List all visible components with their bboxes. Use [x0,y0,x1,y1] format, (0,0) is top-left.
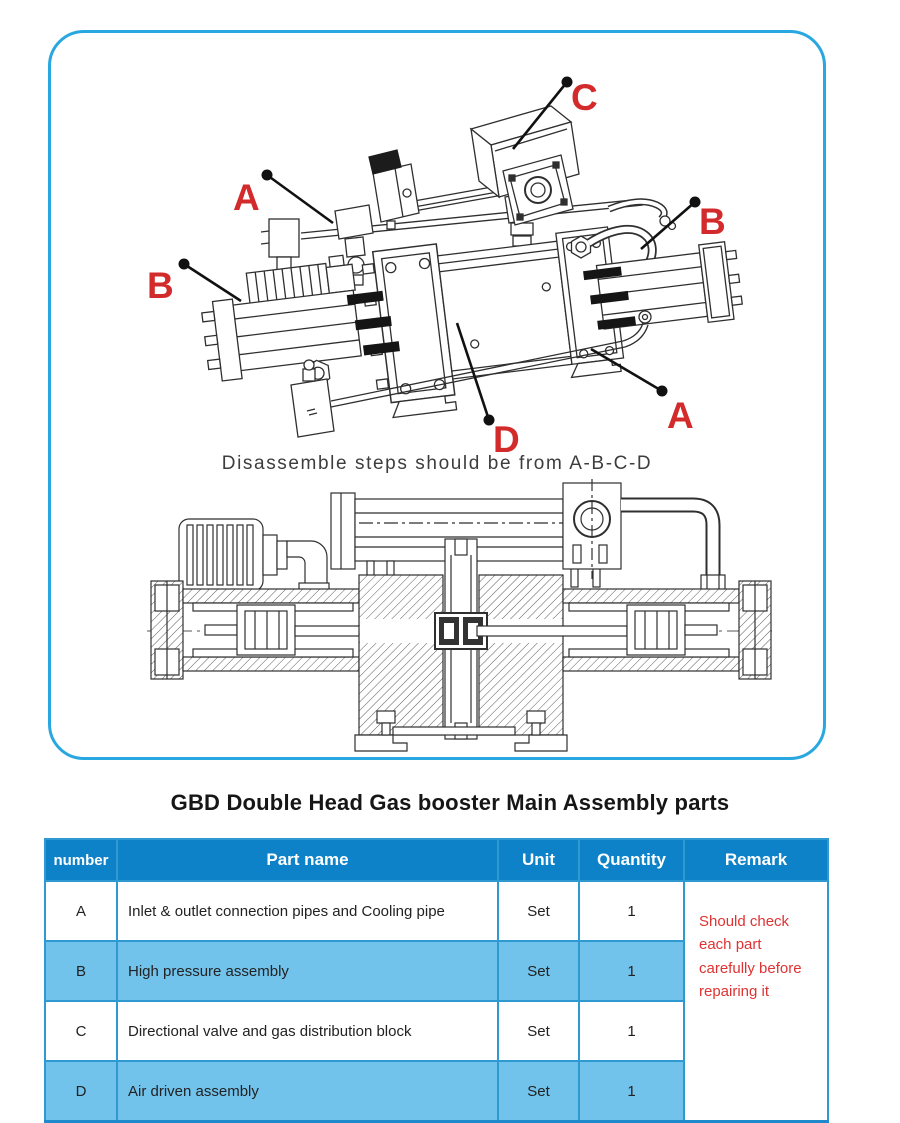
right-cylinder-section [476,580,772,680]
cell-unit: Set [497,880,580,942]
part-label-d: D [493,419,520,460]
page-title: GBD Double Head Gas booster Main Assembl… [170,790,730,815]
cell-quantity: 1 [578,880,685,942]
cell-number: B [44,940,118,1002]
directional-valve-block [368,105,580,230]
cell-unit: Set [497,1060,580,1123]
table-header-row: number Part name Unit Quantity Remark [44,838,829,882]
high-pressure-assembly-left [201,254,400,387]
pilot-valve-assembly [330,479,622,588]
col-header-remark: Remark [683,838,829,882]
central-body-section [354,538,568,752]
figure-caption: Disassemble steps should be from A-B-C-D [221,453,653,474]
cell-part-name: Inlet & outlet connection pipes and Cool… [116,880,499,942]
cell-quantity: 1 [578,940,685,1002]
part-label-c: C [571,77,598,118]
cell-part-name: Directional valve and gas distribution b… [116,1000,499,1062]
cell-number: D [44,1060,118,1123]
figure-panel: C A B B A D Disassemble steps should be … [48,30,826,760]
table-row-b: B High pressure assembly Set 1 [44,940,828,1002]
cell-part-name: Air driven assembly [116,1060,499,1123]
parts-table: number Part name Unit Quantity Remark A … [44,838,829,1123]
part-label-a2: A [667,395,694,436]
cell-part-name: High pressure assembly [116,940,499,1002]
col-header-unit: Unit [497,838,580,882]
cell-unit: Set [497,1000,580,1062]
part-label-b1: B [147,265,174,306]
exploded-view-diagram [178,76,743,438]
part-label-a1: A [233,177,260,218]
col-header-quantity: Quantity [578,838,685,882]
part-label-b2: B [699,201,726,242]
table-row-a: A Inlet & outlet connection pipes and Co… [44,880,829,1123]
cell-quantity: 1 [578,1060,685,1123]
cell-number: A [44,880,118,942]
muffler [178,518,330,602]
cell-number: C [44,1000,118,1062]
table-row-c: C Directional valve and gas distribution… [44,1000,828,1062]
cooling-pipe [290,310,652,438]
table-row-d: D Air driven assembly Set 1 [44,1060,828,1123]
cross-section-diagram [147,479,775,752]
cell-remark: Should check each part carefully before … [683,880,829,1123]
col-header-partname: Part name [116,838,499,882]
high-pressure-cylinder-right [583,241,743,330]
cell-quantity: 1 [578,1000,685,1062]
leader-lines [178,76,701,426]
outlet-elbow-pipe [621,497,726,592]
cell-unit: Set [497,940,580,1002]
col-header-number: number [44,838,118,882]
air-driven-assembly [361,226,625,419]
